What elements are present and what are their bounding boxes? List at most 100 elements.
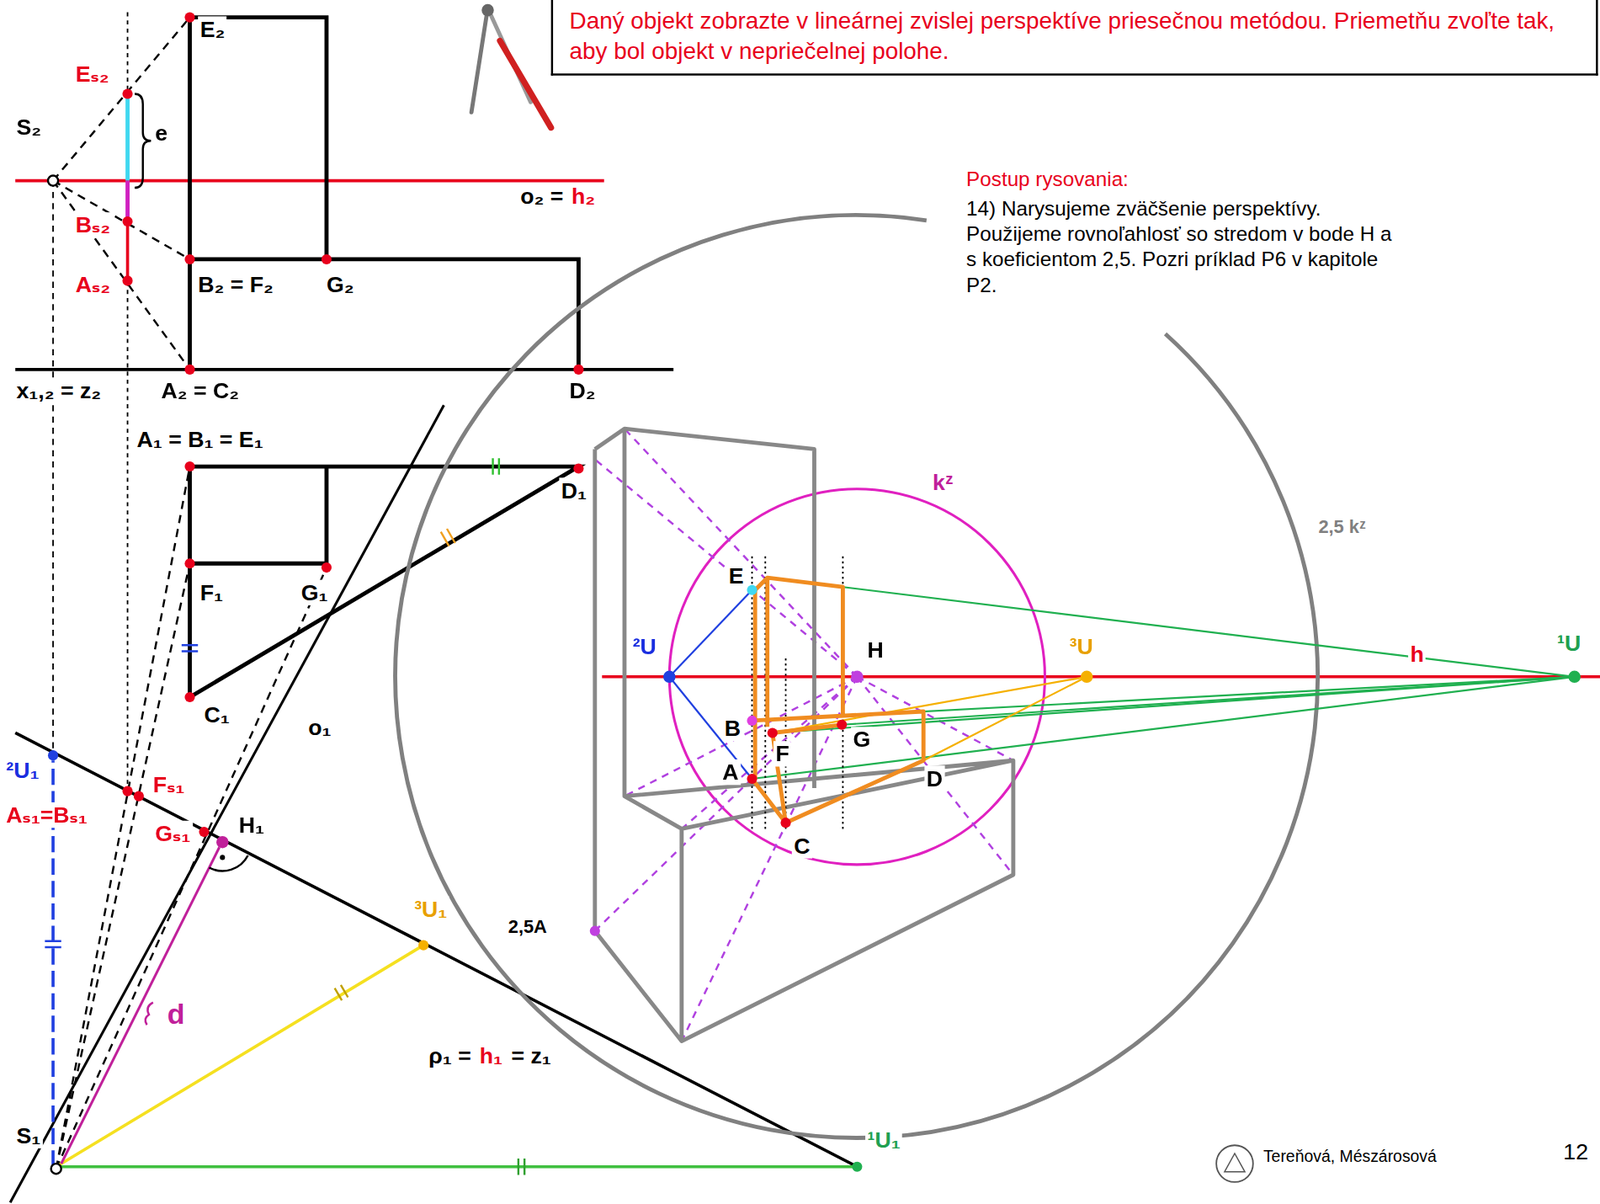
point-label: h — [1408, 640, 1426, 667]
points-part — [122, 12, 847, 838]
plan-view-part — [190, 466, 580, 697]
points-part-part — [122, 88, 133, 99]
point-label: A₂ = C₂ — [159, 377, 241, 404]
plan-view-part — [56, 945, 424, 1167]
point-label: ²U — [630, 633, 659, 660]
points-part — [663, 670, 676, 684]
points-part — [1080, 670, 1094, 684]
compass-icon-part — [499, 40, 552, 128]
task-box: Daný objekt zobrazte v lineárnej zvislej… — [551, 0, 1599, 75]
point-label: 2,5A — [505, 916, 549, 938]
point-label: Bₛ₂ — [73, 212, 112, 239]
front-view — [15, 12, 674, 792]
perspective-view-part — [395, 215, 1319, 1138]
front-view-part — [15, 179, 605, 183]
point-label: Gₛ₁ — [153, 820, 193, 847]
point-label: S₂ — [14, 114, 43, 141]
points-part-part — [198, 826, 209, 837]
perspective-view — [395, 215, 1600, 1138]
front-view-part — [127, 12, 129, 792]
point-label: D₂ — [567, 377, 598, 404]
perspective-view-part — [752, 577, 1575, 779]
point-label: G — [850, 726, 873, 753]
point-label: Tereňová, Mészárosová — [1260, 1147, 1439, 1166]
perspective-view-part-part — [624, 428, 857, 677]
point-label: D — [924, 765, 945, 792]
plan-view-part — [518, 1158, 525, 1175]
perspective-view-part-part — [767, 577, 1575, 677]
plan-view-part — [56, 466, 327, 1169]
points-part-part — [767, 727, 778, 738]
point-label: E — [726, 563, 746, 590]
plan-view-part — [441, 528, 456, 547]
front-view-part — [125, 180, 130, 222]
point-label: F — [773, 740, 792, 767]
points-part-part — [122, 216, 133, 227]
point-label: Aₛ₁=Bₛ₁ — [4, 802, 90, 829]
points-part — [1568, 670, 1581, 684]
point-label: h₁ — [477, 1042, 505, 1069]
perspective-view-part-part — [772, 676, 1575, 734]
plan-view-part — [334, 984, 349, 1000]
point-label: o₁ — [306, 714, 334, 741]
point-label: ³U₁ — [412, 895, 450, 922]
point-label: D₁ — [558, 477, 589, 504]
point-label: ²U₁ — [4, 757, 42, 784]
point-label: H — [865, 637, 886, 664]
perspective-view-part-part — [772, 676, 1087, 734]
point-label: Eₛ₂ — [73, 61, 112, 88]
points-part-part — [573, 462, 584, 474]
front-view-part — [134, 94, 151, 189]
points-part-part — [321, 254, 332, 265]
point-label: A₁ = B₁ = E₁ — [134, 426, 266, 453]
perspective-view-part — [669, 590, 752, 779]
plan-view-part — [219, 854, 225, 860]
point-label: C — [792, 832, 813, 859]
points-part — [1216, 1144, 1254, 1182]
point-label: d — [164, 998, 187, 1032]
perspective-view-part — [752, 577, 925, 823]
plan-view-part — [181, 644, 198, 651]
front-view-part — [52, 180, 54, 756]
points-part-part — [184, 461, 195, 472]
point-label: 12 — [1561, 1138, 1591, 1165]
point-label: e — [153, 120, 171, 147]
points-part-part — [184, 364, 195, 375]
points-part — [47, 749, 59, 761]
point-label: ρ₁ = — [426, 1042, 474, 1069]
plan-view-part — [61, 846, 220, 1164]
perspective-view-part-part — [681, 676, 858, 1042]
points-part — [418, 940, 429, 951]
point-label: ¹U₁ — [865, 1126, 903, 1153]
points-part — [746, 715, 757, 726]
instruction-text: 14) Narysujeme zväčšenie perspektívy. Po… — [964, 196, 1408, 298]
point-label: ¹U — [1555, 630, 1584, 657]
plan-view-part — [145, 1002, 154, 1026]
plan-view-part — [56, 1164, 858, 1169]
perspective-view-part — [595, 428, 1014, 1041]
points-part-part — [184, 12, 195, 23]
points-part-part — [836, 719, 847, 730]
points-part — [746, 584, 757, 596]
front-view-part — [125, 94, 130, 181]
plan-view-part — [44, 940, 61, 947]
points-part — [1224, 1153, 1245, 1172]
points-part — [850, 670, 864, 684]
compass-icon — [471, 4, 552, 128]
point-label: o₂ = — [518, 183, 566, 210]
plan-view — [10, 404, 857, 1202]
point-label: H₁ — [236, 812, 266, 839]
perspective-view-part — [669, 489, 1045, 865]
points-part — [51, 1163, 62, 1174]
points-part-part — [184, 558, 195, 569]
perspective-view-part-part — [751, 556, 754, 832]
points — [47, 12, 1581, 1182]
point-label: C₁ — [201, 701, 232, 729]
point-label: = z₁ — [509, 1042, 553, 1069]
point-label: G₁ — [298, 579, 330, 606]
point-label: E₂ — [197, 15, 227, 43]
perspective-view-part-part — [752, 676, 1575, 779]
plan-view-part — [209, 855, 249, 871]
